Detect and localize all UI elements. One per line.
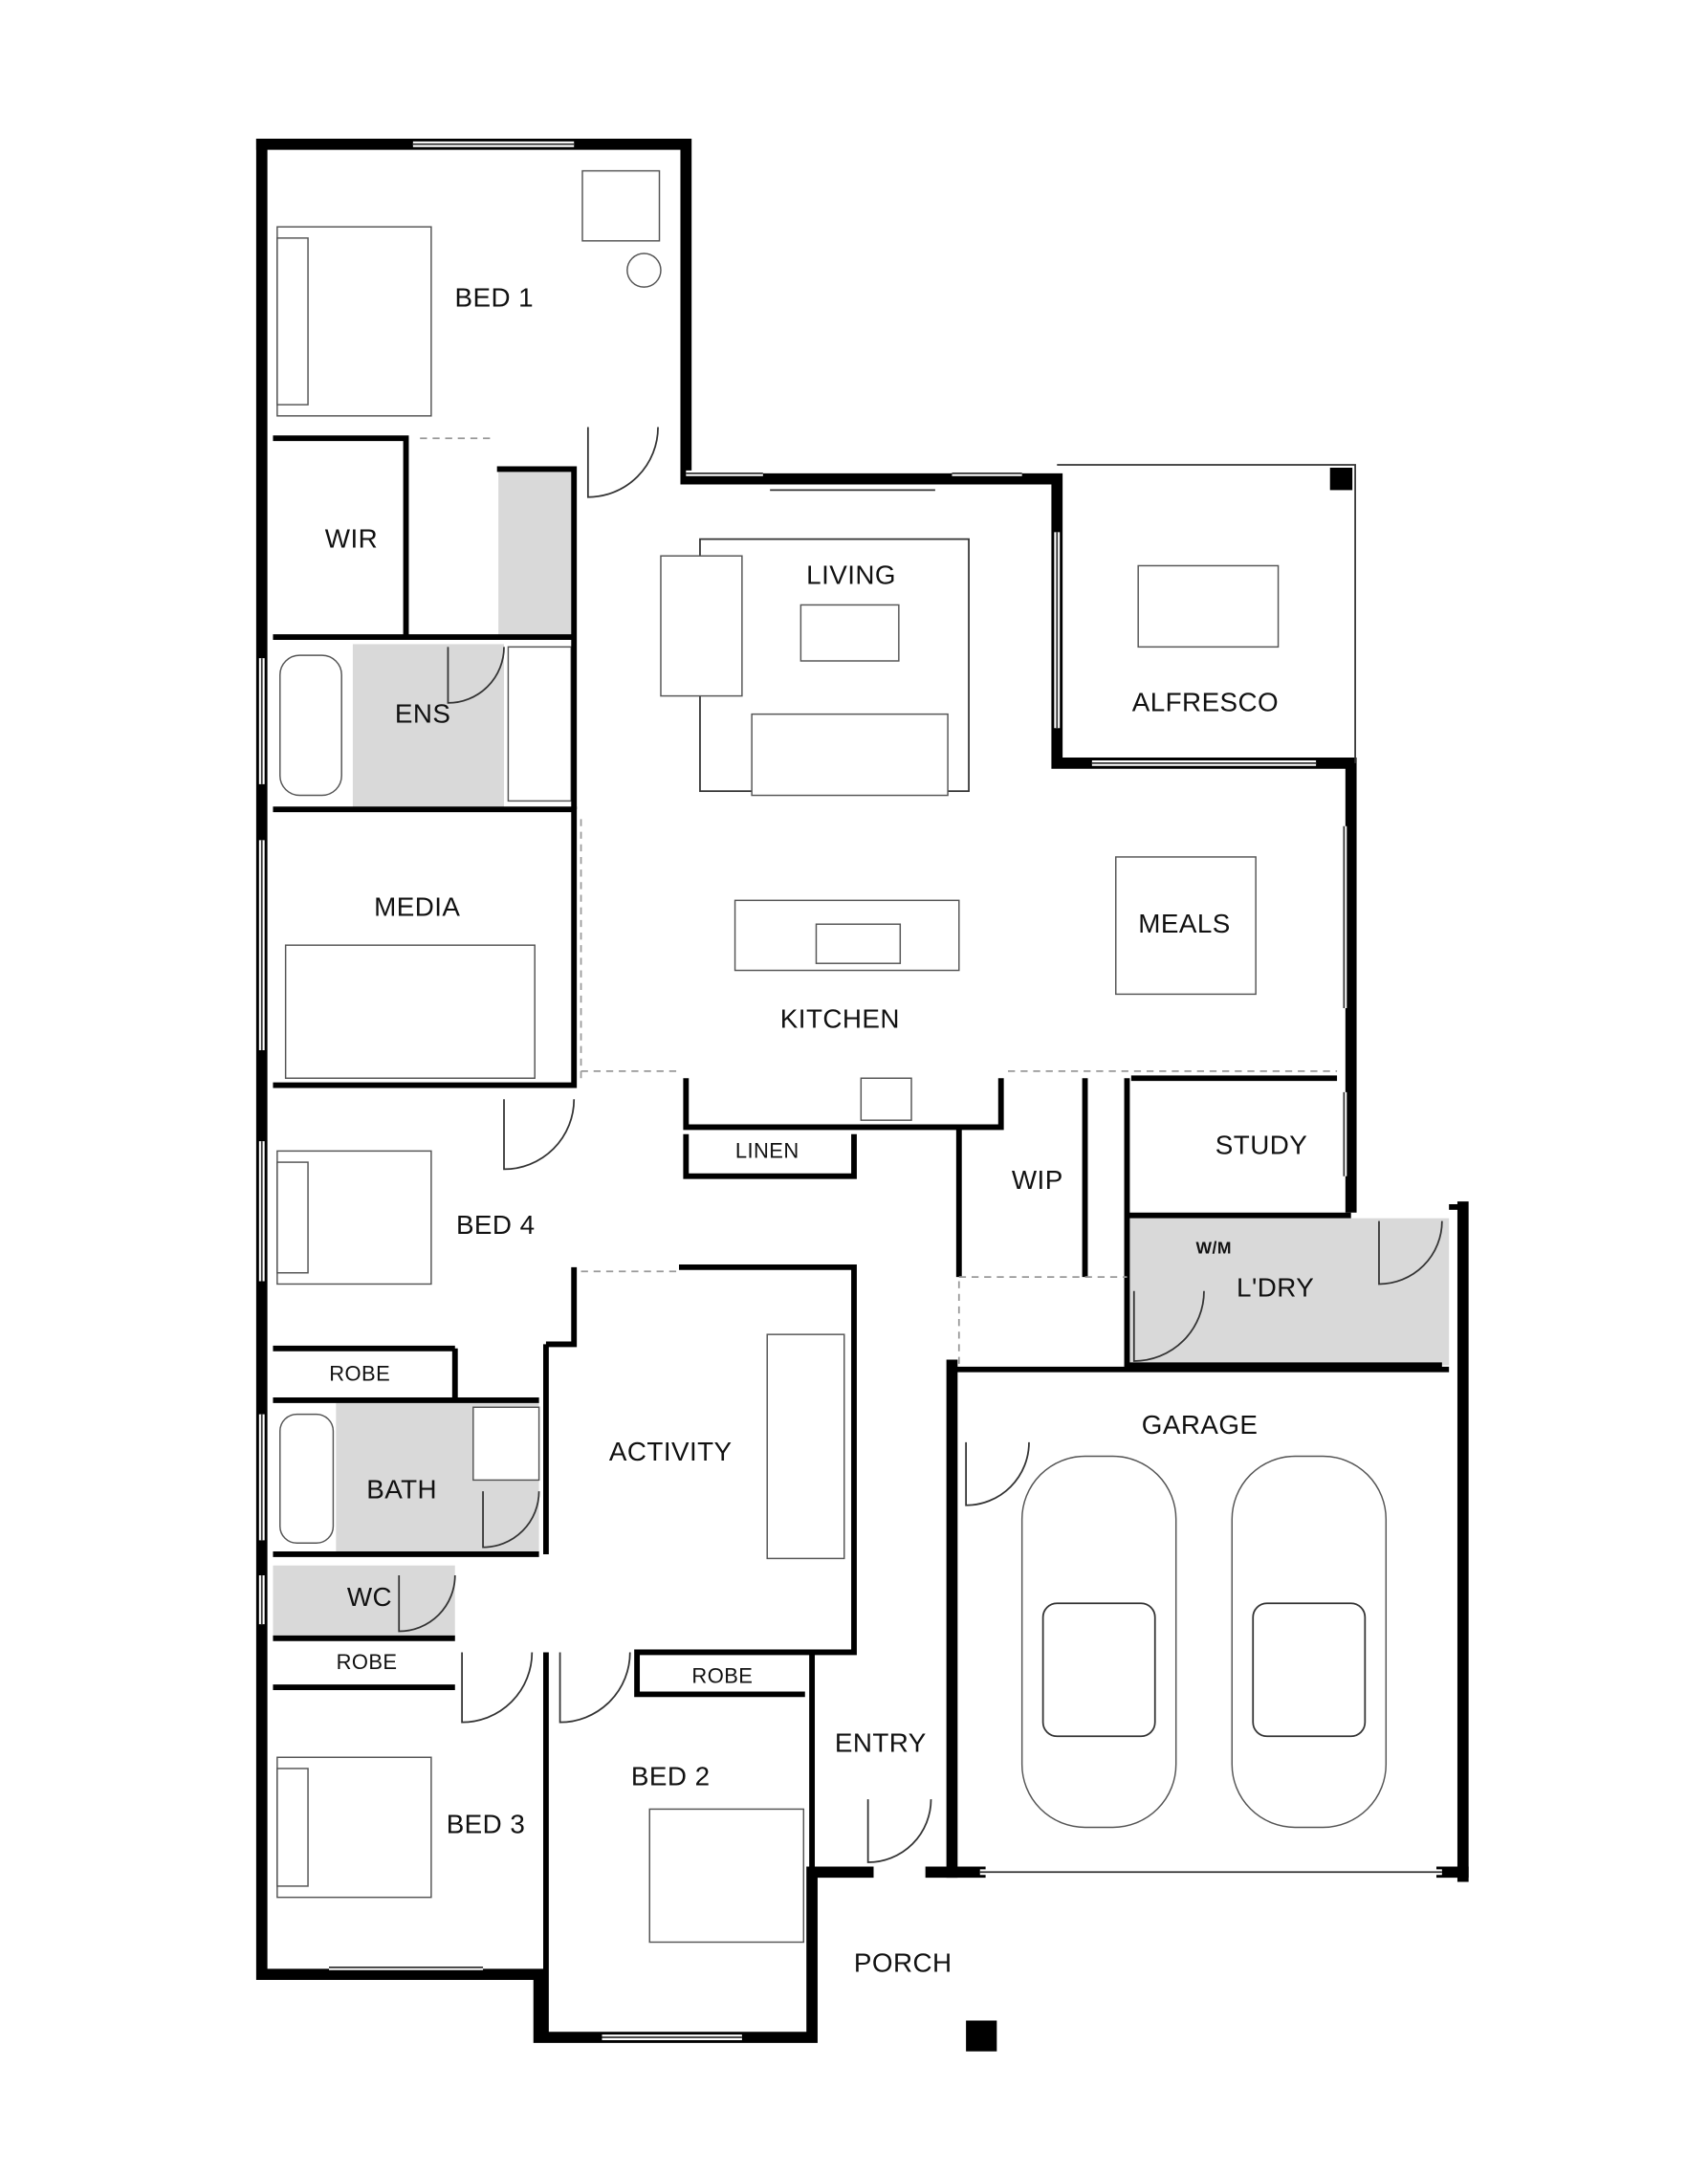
pillow: [276, 1768, 309, 1887]
armchair-bed1: [581, 169, 661, 242]
pillow: [276, 1161, 309, 1274]
car: [1020, 1455, 1177, 1829]
door-swing: [586, 427, 659, 498]
door-swing: [965, 1441, 1030, 1506]
activity-sofa: [766, 1333, 845, 1560]
interior-wall: [683, 1133, 857, 1179]
room-label-entry: ENTRY: [835, 1727, 927, 1757]
exterior-wall: [255, 138, 874, 2043]
car: [1231, 1455, 1388, 1829]
exterior-wall: [255, 138, 1357, 1213]
room-label-bed1: BED 1: [454, 283, 534, 313]
coffee-table: [799, 604, 900, 662]
sofa: [751, 713, 949, 797]
wet-areas: [273, 469, 1450, 1638]
room-label-study: STUDY: [1215, 1130, 1307, 1159]
room-label-wir: WIR: [325, 523, 378, 553]
car-roof: [1252, 1602, 1367, 1738]
room-labels: BED 1 WIR ENS LIVING ALFRESCO MEDIA MEAL…: [325, 283, 1314, 1978]
ensuite-toilet-floor: [498, 469, 576, 638]
bath-shower: [472, 1406, 540, 1482]
interior-wall: [634, 1264, 857, 1698]
appliance-label-wm: W/M: [1196, 1238, 1232, 1257]
room-label-alfresco: ALFRESCO: [1132, 688, 1279, 717]
room-label-linen: LINEN: [735, 1139, 799, 1163]
room-label-laundry: L'DRY: [1237, 1273, 1314, 1303]
interior-wall: [496, 466, 578, 810]
door-swing: [482, 1491, 540, 1549]
interior-wall: [683, 1078, 1004, 1131]
porch-post: [966, 2020, 997, 2052]
room-label-meals: MEALS: [1138, 909, 1230, 938]
meals-table: [1115, 856, 1257, 996]
room-label-media: MEDIA: [374, 891, 460, 921]
alfresco-table: [1137, 564, 1280, 648]
room-label-living: LIVING: [806, 560, 896, 590]
door-swing: [866, 1799, 932, 1863]
room-label-wc: WC: [347, 1582, 392, 1612]
sink: [815, 923, 902, 964]
door-swing: [503, 1099, 576, 1171]
door-swing: [1378, 1220, 1443, 1286]
side-table: [626, 253, 662, 288]
room-label-kitchen: KITCHEN: [780, 1004, 900, 1034]
door-swing: [558, 1652, 631, 1724]
room-label-bed4: BED 4: [456, 1210, 536, 1240]
walls: [255, 138, 1469, 2052]
room-label-robe-bed3: ROBE: [337, 1650, 398, 1674]
room-label-wip: WIP: [1012, 1165, 1063, 1195]
room-label-robe-bed2: ROBE: [691, 1664, 753, 1688]
door-swing: [398, 1574, 456, 1633]
laundry-floor: [1127, 1218, 1450, 1366]
furniture: [276, 169, 1388, 1944]
cooktop: [860, 1077, 912, 1121]
alfresco-outline: [1057, 464, 1356, 763]
room-label-garage: GARAGE: [1142, 1410, 1259, 1440]
bath-bathtub: [279, 1413, 335, 1545]
interior-wall: [1124, 1078, 1442, 1369]
room-label-bed3: BED 3: [447, 1809, 526, 1838]
pillow: [276, 237, 309, 406]
room-label-bath: BATH: [366, 1474, 437, 1504]
room-label-ens: ENS: [395, 698, 450, 728]
bed-2-bed: [648, 1808, 805, 1944]
room-label-bed2: BED 2: [631, 1762, 711, 1791]
armchair: [660, 555, 743, 697]
media-lounge: [284, 944, 536, 1079]
door-swing: [1132, 1290, 1205, 1362]
room-label-activity: ACTIVITY: [609, 1437, 733, 1466]
room-label-porch: PORCH: [854, 1947, 953, 1977]
ensuite-floor: [352, 644, 505, 810]
interior-wall: [273, 806, 578, 1088]
door-swing: [447, 647, 505, 704]
door-swing: [461, 1652, 534, 1724]
ensuite-shower: [507, 646, 573, 802]
alfresco-post: [1329, 467, 1353, 491]
interior-wall: [273, 435, 409, 638]
room-label-robe-bed4: ROBE: [329, 1361, 390, 1385]
ensuite-bathtub: [279, 654, 342, 797]
interior-wall: [545, 1266, 578, 1348]
car-roof: [1041, 1602, 1156, 1738]
